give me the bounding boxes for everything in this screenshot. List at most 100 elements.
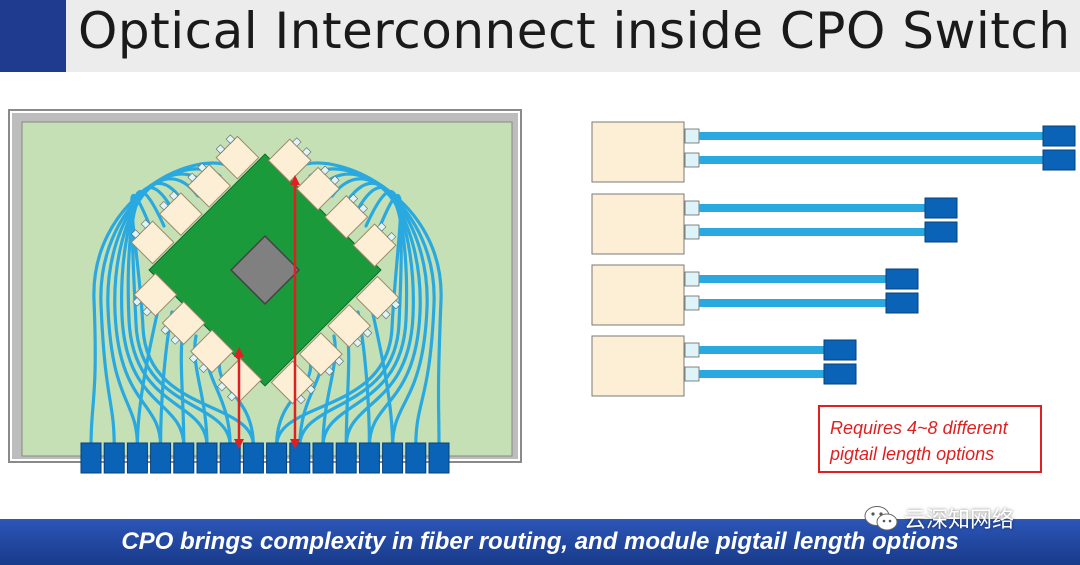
pigtail-fiber [699, 346, 824, 354]
engine-tab [227, 391, 237, 402]
pigtail-fiber [699, 156, 1043, 164]
optical-engine [298, 332, 343, 377]
title-accent-block [0, 0, 66, 72]
engine-tab [187, 172, 197, 183]
engine-tab [330, 175, 340, 185]
module-port [684, 342, 700, 358]
optical-engine [133, 272, 178, 317]
engine-tab [362, 328, 373, 338]
engine-tab [386, 232, 397, 242]
pigtail-connector [885, 292, 919, 314]
engine-tab [377, 222, 387, 232]
engine-tab [225, 134, 236, 144]
optical-module [591, 264, 685, 326]
fiber [298, 161, 443, 448]
engine-tab [142, 307, 152, 317]
engine-tab [358, 203, 368, 214]
pigtail-note: Requires 4~8 different pigtail length op… [818, 405, 1042, 473]
fiber [130, 190, 232, 448]
footer-banner: CPO brings complexity in fiber routing, … [0, 519, 1080, 565]
module-port [684, 200, 700, 216]
pigtail-connector [924, 197, 958, 219]
front-connector [80, 442, 102, 474]
optical-engine [355, 275, 400, 320]
engine-tab [197, 162, 207, 173]
title-bar: Optical Interconnect inside CPO Switch [0, 0, 1080, 72]
footer-text: CPO brings complexity in fiber routing, … [121, 528, 959, 555]
engine-tab [217, 382, 227, 392]
front-connector [382, 442, 404, 474]
wechat-icon [864, 506, 898, 531]
engine-tab [160, 325, 170, 335]
slide-title: Optical Interconnect inside CPO Switch [78, 2, 1071, 60]
cpo-diagram [8, 109, 1076, 474]
front-connector [196, 442, 218, 474]
pigtail-fiber [699, 275, 886, 283]
pigtail-fiber [699, 132, 1043, 140]
fiber [330, 177, 422, 448]
engine-tab [198, 363, 209, 373]
module-port [684, 224, 700, 240]
fiber [106, 172, 210, 448]
optical-engine [161, 301, 206, 345]
front-connector [312, 442, 334, 474]
optical-engine [267, 138, 312, 183]
optical-engine [215, 135, 260, 180]
engine-tab [352, 338, 363, 348]
front-connector [335, 442, 357, 474]
front-connector [242, 442, 264, 474]
fiber [120, 181, 188, 448]
engine-tab [292, 137, 302, 147]
module-port [684, 271, 700, 287]
cpo-package [130, 134, 401, 405]
fiber [126, 186, 209, 448]
optical-engine [352, 223, 397, 268]
fiber [308, 167, 436, 448]
engine-tab [324, 366, 335, 376]
front-connector [150, 442, 172, 474]
pigtail-fiber [699, 228, 925, 236]
engine-tab [188, 353, 199, 364]
module-port [684, 295, 700, 311]
package-rotated [130, 134, 401, 405]
fiber [321, 186, 409, 448]
engine-tab [169, 191, 179, 201]
front-connector [266, 442, 288, 474]
front-connector [103, 442, 125, 474]
engine-tab [348, 193, 359, 204]
front-connector [173, 442, 195, 474]
fiber [320, 172, 429, 448]
engine-tab [132, 297, 142, 307]
optical-engine [130, 220, 175, 265]
engine-tab [306, 384, 316, 395]
module-port [684, 366, 700, 382]
asic-die [229, 234, 301, 306]
optical-engine [187, 163, 232, 208]
front-connector [126, 442, 148, 474]
fiber [321, 334, 337, 448]
engine-tab [334, 356, 344, 366]
pigtail-connector [924, 221, 958, 243]
optical-modules [591, 121, 1076, 397]
optical-module [591, 335, 685, 397]
front-panel-connectors [80, 442, 450, 474]
engine-tab [130, 229, 141, 239]
fiber [113, 177, 200, 448]
pigtail-connector [823, 339, 857, 361]
fiber [342, 181, 415, 448]
optical-module [591, 193, 685, 255]
optical-engine [324, 195, 369, 239]
engine-tab [302, 147, 312, 157]
engine-tab [381, 309, 391, 320]
fiber [298, 190, 403, 448]
fiber [193, 334, 209, 448]
pigtail-connector [1042, 125, 1076, 147]
module-port [684, 152, 700, 168]
pigtail-fiber [699, 204, 925, 212]
pigtail-connector [1042, 149, 1076, 171]
front-connector [289, 442, 311, 474]
pigtail-note-line-2: pigtail length options [830, 444, 995, 464]
fiber [99, 167, 222, 448]
optical-engine [327, 303, 372, 348]
front-connector [405, 442, 427, 474]
